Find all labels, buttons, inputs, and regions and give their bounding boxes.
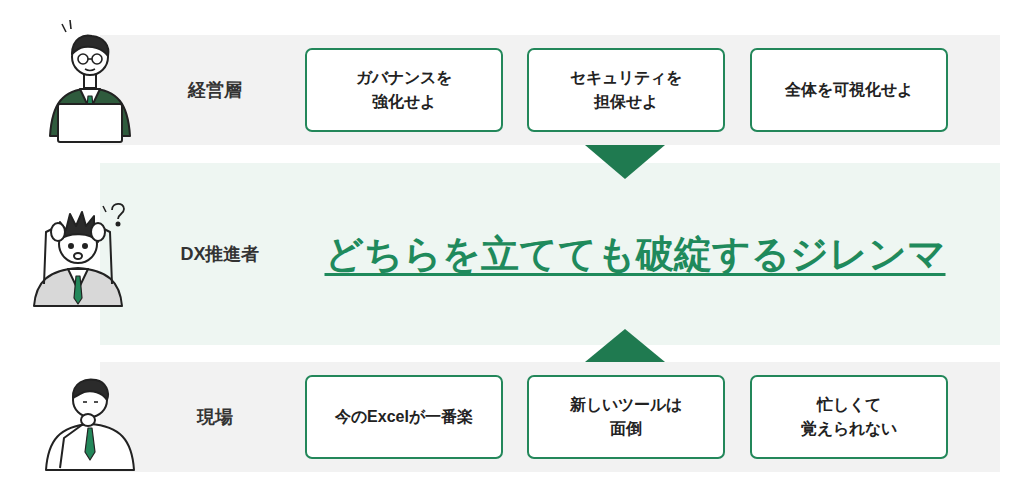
complaint-box: 新しいツールは 面倒 — [527, 375, 725, 459]
box-text: ガバナンスを 強化せよ — [344, 66, 464, 114]
box-text: 新しいツールは 面倒 — [566, 393, 686, 441]
stakeholder-band: 経営層 ガバナンスを 強化せよ セキュリティを 担保せよ 全体を可視化せよ — [100, 35, 1000, 145]
pointer-triangle — [585, 329, 665, 362]
dilemma-headline: どちらを立てても破綻するジレンマ — [290, 229, 1000, 280]
complaint-box: 忙しくて 覚えられない — [750, 375, 948, 459]
worker-figure — [46, 380, 134, 470]
dilemma-band: DX推進者どちらを立てても破綻するジレンマ — [100, 163, 1000, 345]
complaint-box: 今のExcelが一番楽 — [305, 375, 503, 459]
box-text: 今のExcelが一番楽 — [335, 405, 473, 429]
box-text: 全体を可視化せよ — [785, 78, 913, 102]
demand-box: ガバナンスを 強化せよ — [305, 48, 503, 132]
box-text: 忙しくて 覚えられない — [799, 393, 899, 441]
executive-figure — [50, 20, 130, 142]
demand-box: 全体を可視化せよ — [750, 48, 948, 132]
stakeholder-band: 現場 今のExcelが一番楽 新しいツールは 面倒 忙しくて 覚えられない — [100, 362, 1000, 472]
role-label: 経営層 — [150, 78, 280, 102]
role-label: DX推進者 — [150, 242, 290, 266]
promoter-figure — [34, 204, 124, 306]
pointer-triangle — [585, 145, 665, 179]
role-label: 現場 — [150, 405, 280, 429]
box-text: セキュリティを 担保せよ — [563, 66, 689, 114]
demand-box: セキュリティを 担保せよ — [527, 48, 725, 132]
